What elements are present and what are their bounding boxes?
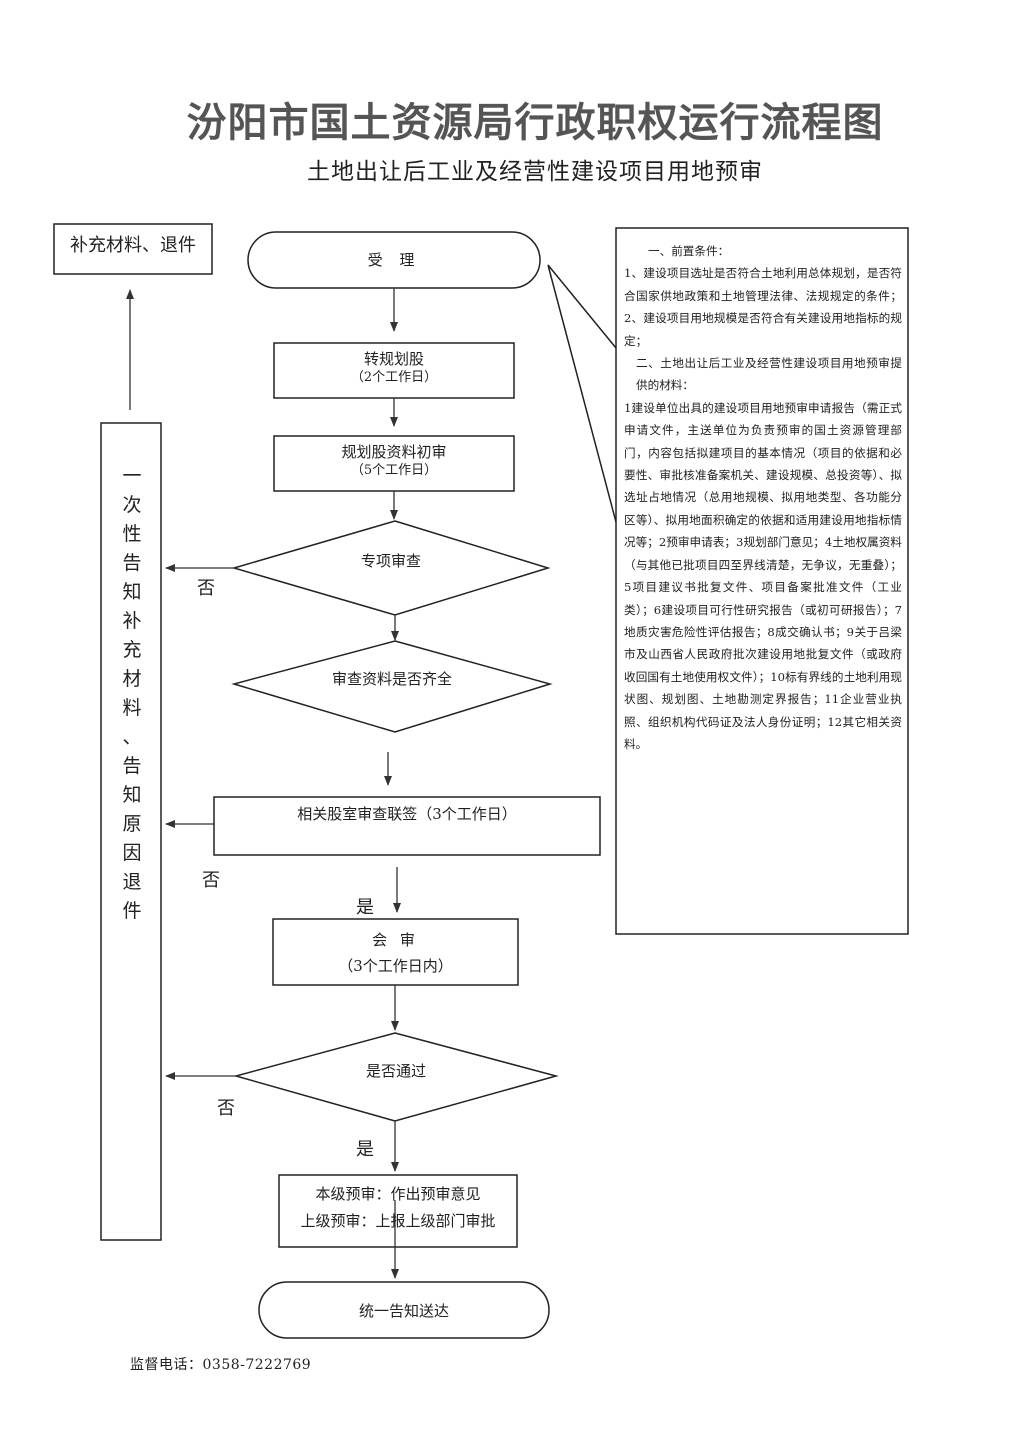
conditions-item-2: 1建设单位出具的建设项目用地预审申请报告（需正式申请文件，主送单位为负责预审的国…: [624, 400, 902, 751]
final-line1: 本级预审：作出预审意见: [315, 1185, 481, 1203]
materials-complete-label: 审查资料是否齐全: [331, 670, 452, 688]
joint-review-label: 会 审: [372, 931, 419, 949]
initial-review-time: （5个工作日）: [350, 463, 438, 478]
accept-node-label: 受 理: [367, 251, 421, 269]
initial-review-label: 规划股资料初审: [341, 443, 447, 461]
planning-transfer-label: 转规划股: [363, 350, 424, 368]
notify-node-label: 统一告知送达: [358, 1302, 449, 1320]
final-line2: 上级预审：上报上级部门审批: [300, 1212, 496, 1230]
side-notice-box: [100, 422, 162, 1241]
planning-transfer-time: （2个工作日）: [350, 370, 438, 385]
page-title: 汾阳市国土资源局行政职权运行流程图: [186, 99, 884, 146]
final-decision-box: [278, 1174, 518, 1248]
conditions-box: [615, 227, 909, 935]
edge-label-no-approved: 否: [217, 1098, 235, 1119]
materials-complete-diamond: [231, 640, 553, 733]
edge-label-no-signoff: 否: [202, 870, 220, 891]
edge-label-no-special: 否: [197, 578, 215, 599]
special-review-label: 专项审查: [360, 552, 421, 570]
edge-label-yes-signoff: 是: [356, 897, 374, 918]
supplement-label: 补充材料、退件: [70, 235, 196, 256]
page-subtitle: 土地出让后工业及经营性建设项目用地预审: [307, 159, 763, 185]
conditions-text: 一、前置条件： 1、建设项目选址是否符合土地利用总体规划，是否符合国家供地政策和…: [624, 240, 902, 755]
approved-label: 是否通过: [365, 1062, 426, 1080]
edge-label-yes-approved: 是: [356, 1139, 374, 1160]
joint-signoff-box: [213, 796, 601, 856]
conditions-heading-2: 二、土地出让后工业及经营性建设项目用地预审提供的材料：: [636, 356, 902, 393]
supplement-box: [53, 223, 213, 275]
side-notice-text: 一次性告知补充材料、告知原因退件: [122, 465, 142, 922]
notify-terminator-shape: [258, 1281, 550, 1339]
conditions-item-1: 1、建设项目选址是否符合土地利用总体规划，是否符合国家供地政策和土地管理法律、法…: [624, 266, 902, 348]
conditions-heading-1: 一、前置条件：: [648, 244, 730, 258]
supervision-phone: 监督电话：0358-7222769: [130, 1357, 312, 1373]
joint-signoff-label: 相关股室审查联签（3个工作日）: [297, 805, 517, 823]
callout-pointer: [547, 264, 617, 523]
joint-review-time: （3个工作日内）: [338, 957, 453, 975]
